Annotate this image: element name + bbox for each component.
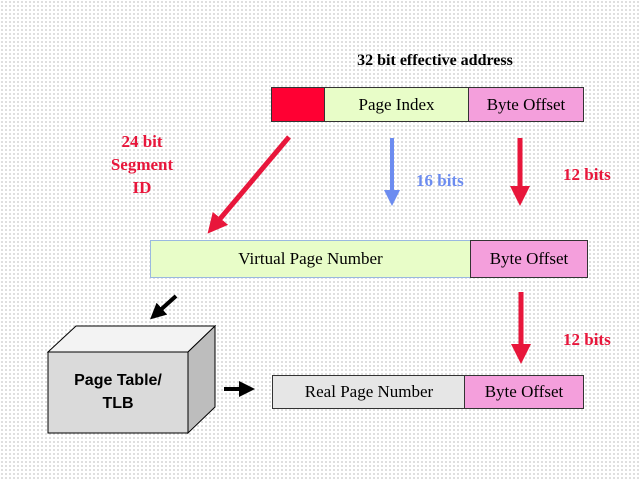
ea-byte-offset-label: Byte Offset	[486, 94, 566, 114]
page-table-box-top	[46, 325, 217, 353]
vpn-to-pagetable-arrow	[150, 294, 178, 320]
ea-byte-offset-field: Byte Offset	[468, 87, 584, 122]
offset-bits-bottom-label: 12 bits	[563, 330, 611, 349]
page-table-box	[46, 324, 217, 435]
va-byte-offset-label: Byte Offset	[489, 249, 569, 268]
virtual-page-number-field: Virtual Page Number	[150, 240, 471, 278]
diagram-title: 32 bit effective address	[357, 52, 513, 69]
page-index-field: Page Index	[324, 87, 469, 122]
segment-id-label: 24 bit Segment ID	[110, 132, 174, 197]
ra-byte-offset-field: Byte Offset	[464, 375, 584, 409]
page-index-label: Page Index	[358, 94, 435, 114]
segment-to-vpn-arrow	[207, 135, 291, 234]
page-table-box-front	[47, 351, 189, 434]
real-page-number-field: Real Page Number	[272, 375, 466, 409]
offset-bits-top-label: 12 bits	[563, 165, 611, 184]
page-index-bits-label: 16 bits	[416, 171, 464, 190]
real-page-number-label: Real Page Number	[304, 382, 434, 401]
ra-byte-offset-label: Byte Offset	[484, 382, 564, 401]
page-table-label: Page Table/ TLB	[74, 372, 162, 412]
virtual-page-number-label: Virtual Page Number	[238, 249, 383, 268]
va-byte-offset-field: Byte Offset	[470, 240, 588, 278]
